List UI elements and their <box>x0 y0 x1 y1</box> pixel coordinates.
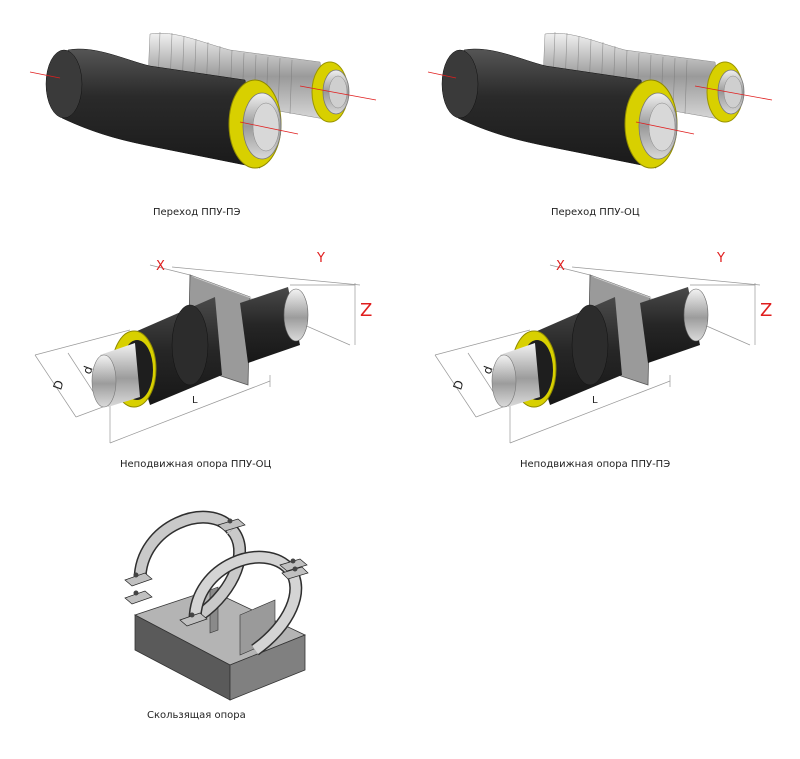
dim-z: Z <box>360 300 373 321</box>
sliding-support: Скользящая опора <box>100 495 320 735</box>
dim-length: L <box>592 395 598 406</box>
dim-y: Y <box>317 251 325 266</box>
caption-fixed-support-ppu-oc: Неподвижная опора ППУ-ОЦ <box>120 459 272 470</box>
caption-fixed-support-ppu-pe: Неподвижная опора ППУ-ПЭ <box>520 459 671 470</box>
transition-ppu-oc: Переход ППУ-ОЦ <box>400 0 800 230</box>
transition-ppu-oc-illustration <box>427 31 773 169</box>
fixed-support-ppu-oc-illustration <box>34 264 361 444</box>
sliding-support-illustration <box>124 510 309 701</box>
transition-ppu-pe: Переход ППУ-ПЭ <box>0 0 400 230</box>
caption-sliding-support: Скользящая опора <box>147 710 246 721</box>
dim-y: Y <box>717 251 725 266</box>
dim-z: Z <box>760 300 773 321</box>
dim-x: X <box>156 259 165 274</box>
fixed-support-ppu-pe: X Y Z D d L Неподвижная опора ППУ-ПЭ <box>400 245 800 475</box>
transition-ppu-pe-illustration <box>29 31 377 169</box>
caption-transition-ppu-pe: Переход ППУ-ПЭ <box>153 207 241 218</box>
caption-transition-ppu-oc: Переход ППУ-ОЦ <box>551 207 640 218</box>
fixed-support-ppu-pe-illustration <box>434 264 761 444</box>
dim-length: L <box>192 395 198 406</box>
fixed-support-ppu-oc: X Y Z D d L Неподвижная опора ППУ-ОЦ <box>0 245 400 475</box>
dim-x: X <box>556 259 565 274</box>
